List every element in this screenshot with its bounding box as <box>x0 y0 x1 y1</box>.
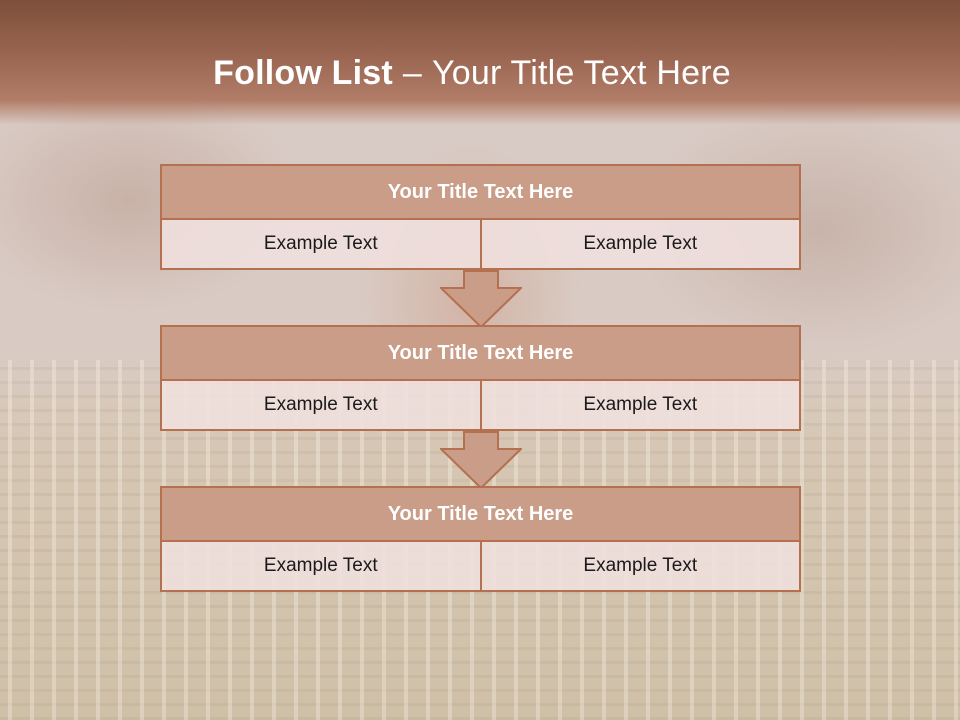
block-cell-left: Example Text <box>263 394 378 415</box>
down-arrow-icon <box>440 431 522 489</box>
slide-title: Follow List–Your Title Text Here <box>0 54 944 93</box>
block-cell-right: Example Text <box>479 220 800 268</box>
slide-title-rest: Your Title Text Here <box>432 54 731 92</box>
block-row: Example Text Example Text <box>160 220 801 270</box>
block-title: Your Title Text Here <box>160 164 801 220</box>
block-cell-right: Example Text <box>479 381 800 429</box>
block-cell-left: Example Text <box>263 233 378 254</box>
list-block-2: Your Title Text Here Example Text Exampl… <box>160 325 801 431</box>
title-band <box>0 0 960 125</box>
list-block-3: Your Title Text Here Example Text Exampl… <box>160 486 801 592</box>
list-block-1: Your Title Text Here Example Text Exampl… <box>160 164 801 270</box>
block-title: Your Title Text Here <box>160 325 801 381</box>
slide-title-bold: Follow List <box>213 54 393 92</box>
down-arrow-icon <box>440 270 522 328</box>
block-row: Example Text Example Text <box>160 381 801 431</box>
block-title: Your Title Text Here <box>160 486 801 542</box>
block-row: Example Text Example Text <box>160 542 801 592</box>
block-cell-right: Example Text <box>479 542 800 590</box>
slide-title-separator: – <box>402 54 423 92</box>
block-cell-left: Example Text <box>263 555 378 576</box>
